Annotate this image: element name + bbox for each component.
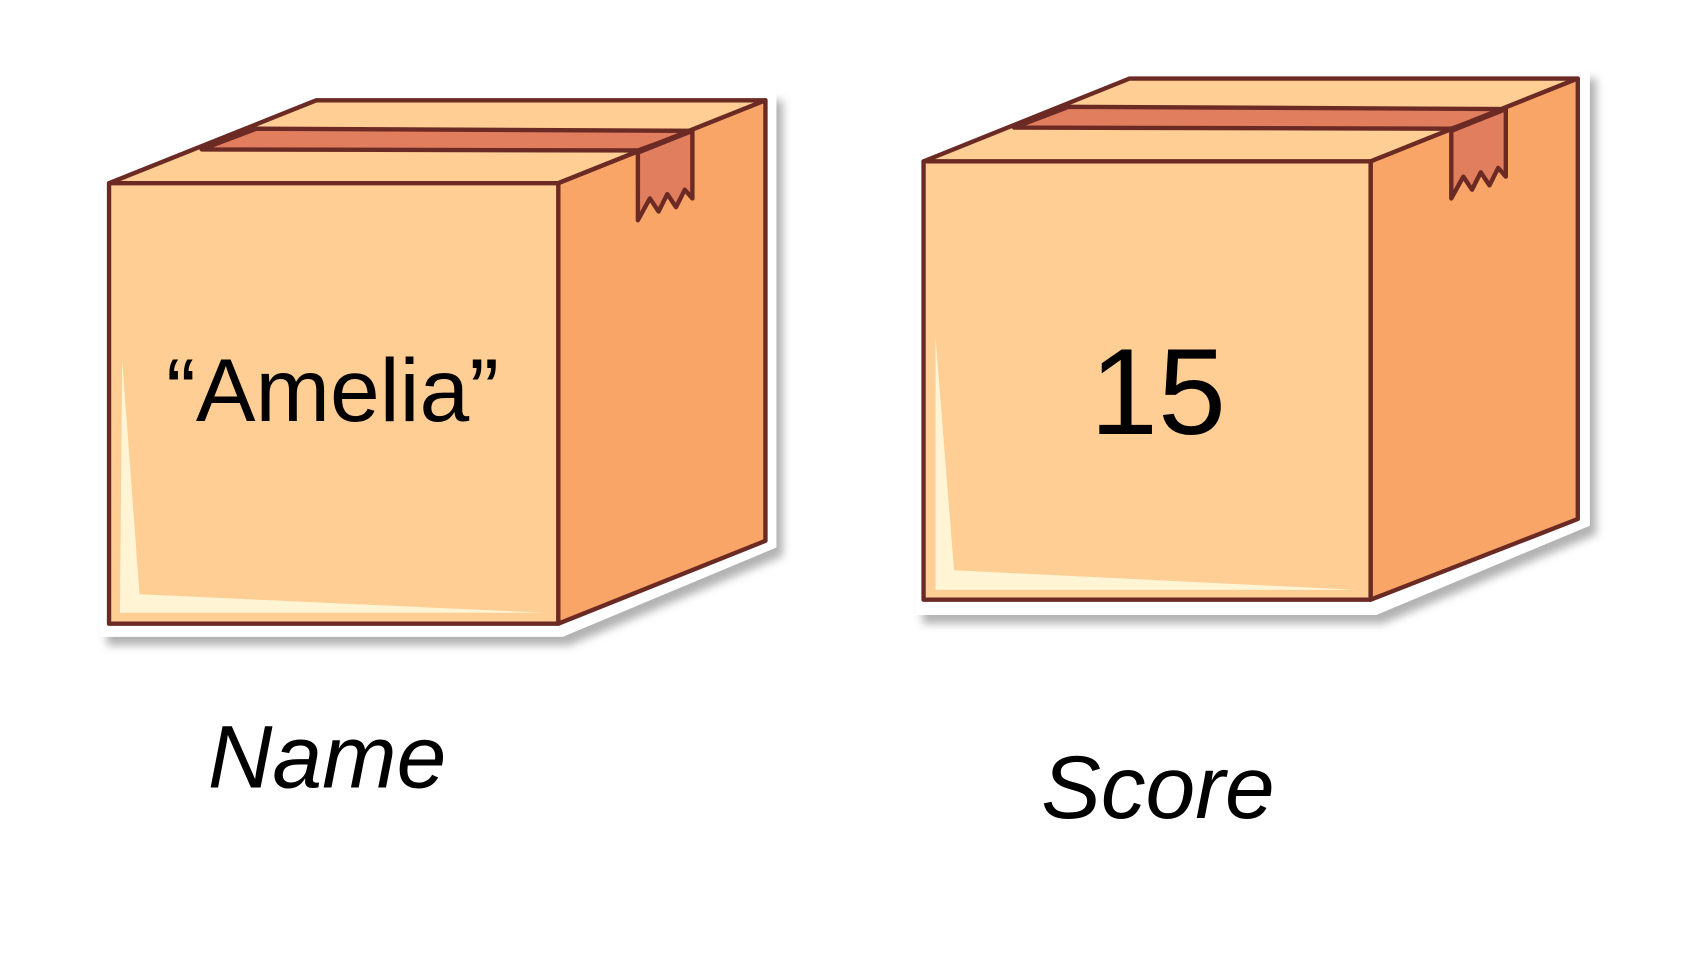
variable-label: Score: [1041, 737, 1275, 837]
box-value: 15: [1090, 323, 1226, 460]
variable-label: Name: [208, 706, 446, 806]
box-value: “Amelia”: [166, 340, 499, 440]
box-score: 15: [915, 69, 1590, 615]
box-name: “Amelia”: [100, 91, 777, 637]
